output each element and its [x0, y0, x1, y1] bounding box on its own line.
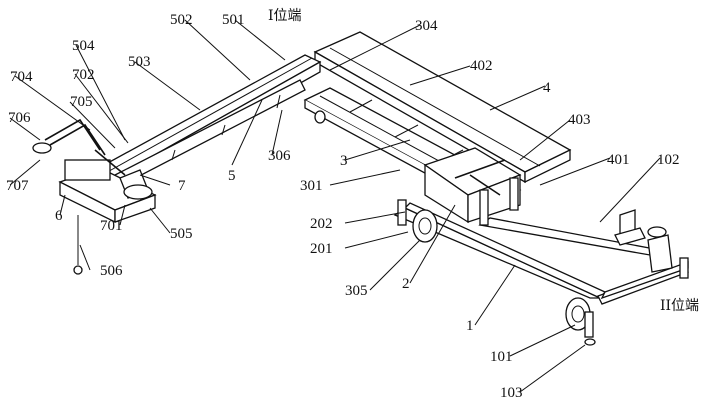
operator-station: [614, 209, 673, 273]
pole-506: [73, 215, 83, 275]
end-label-one: I位端: [268, 8, 302, 24]
callout-301: 301: [300, 178, 323, 194]
callout-7: 7: [178, 178, 186, 194]
callout-706: 706: [8, 110, 31, 126]
callout-705: 705: [70, 94, 93, 110]
callout-704: 704: [10, 69, 33, 85]
callout-503: 503: [128, 54, 151, 70]
callout-402: 402: [470, 58, 493, 74]
base-frame-1: [393, 202, 689, 305]
leader-lines: [9, 19, 661, 393]
callout-6: 6: [55, 208, 63, 224]
callout-4: 4: [543, 80, 551, 96]
callout-306: 306: [268, 148, 291, 164]
callout-1: 1: [466, 318, 474, 334]
callout-305: 305: [345, 283, 368, 299]
wheels: [314, 110, 689, 346]
callout-103: 103: [500, 385, 523, 401]
lift-column-305: [423, 147, 522, 226]
inclined-rail-5: [93, 54, 322, 192]
callout-202: 202: [310, 216, 333, 232]
callout-502: 502: [170, 12, 193, 28]
manipulator-arm: [32, 118, 126, 176]
callout-701: 701: [100, 218, 123, 234]
callout-707: 707: [6, 178, 29, 194]
callout-101: 101: [490, 349, 513, 365]
callout-304: 304: [415, 18, 438, 34]
callout-401: 401: [607, 152, 630, 168]
callout-2: 2: [402, 276, 410, 292]
callout-702: 702: [72, 67, 95, 83]
callout-201: 201: [310, 241, 333, 257]
callout-102: 102: [657, 152, 680, 168]
callout-3: 3: [340, 153, 348, 169]
callout-403: 403: [568, 112, 591, 128]
callout-5: 5: [228, 168, 236, 184]
callout-505: 505: [170, 226, 193, 242]
callout-501: 501: [222, 12, 245, 28]
end-label-two: II位端: [660, 298, 699, 314]
carriage-6: [58, 159, 157, 224]
callout-504: 504: [72, 38, 95, 54]
callout-506: 506: [100, 263, 123, 279]
